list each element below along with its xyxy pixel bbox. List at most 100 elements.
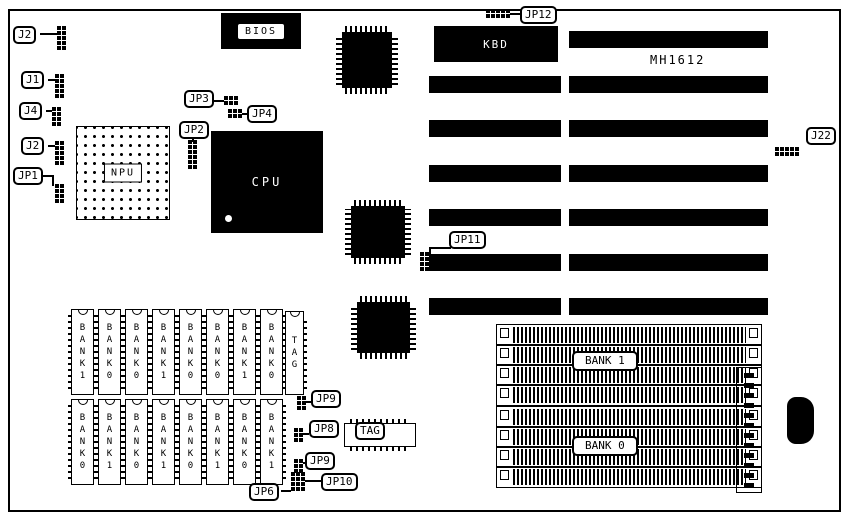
jumper-pin — [224, 101, 228, 105]
jumper-pin — [55, 79, 59, 83]
jumper-pin — [57, 122, 61, 126]
jumper-pin — [60, 199, 64, 203]
jumper-pin — [228, 109, 232, 113]
chip-notch-icon — [77, 400, 88, 405]
qfp-die — [342, 32, 392, 88]
jumper-pin — [193, 165, 197, 169]
jumper-pin — [299, 469, 303, 473]
jumper-pin — [294, 459, 298, 463]
cache-chip: B A N K 0 — [122, 309, 151, 395]
cache-chip: B A N K 1 — [230, 309, 259, 395]
qfp-die — [357, 302, 410, 353]
cache-chip: B A N K 0 — [122, 399, 151, 485]
jumper-pin — [60, 146, 64, 150]
jumper-pin — [188, 145, 192, 149]
leader-line — [429, 247, 431, 255]
jumper-pin — [57, 26, 61, 30]
pin1-dot-icon — [225, 215, 232, 222]
jumper-pin — [55, 94, 59, 98]
chip-notch-icon — [239, 400, 250, 405]
jumper-pin — [229, 96, 233, 100]
jumper-pin — [57, 46, 61, 50]
jumper-pin — [60, 74, 64, 78]
qfp-pins — [351, 305, 357, 350]
jumper-pin — [296, 472, 300, 476]
jumper-pin — [486, 14, 490, 18]
jumper-pin — [795, 147, 799, 151]
qfp-pins — [345, 209, 351, 255]
isa-slot-16bit — [569, 76, 768, 93]
leader-line — [52, 175, 54, 186]
jumper-pin — [188, 140, 192, 144]
leader-line — [306, 401, 311, 403]
jumper-pin — [299, 433, 303, 437]
chip-notch-icon — [158, 310, 169, 315]
jumper-label-jp4: JP4 — [247, 105, 277, 123]
jumper-pin — [291, 487, 295, 491]
jumper-pin — [420, 267, 424, 271]
jumper-pin — [60, 141, 64, 145]
jumper-label-jp8: JP8 — [309, 420, 339, 438]
jumper-pin — [302, 401, 306, 405]
jumper-j1 — [55, 74, 64, 98]
jumper-pin — [57, 41, 61, 45]
jumper-pin — [60, 156, 64, 160]
jumper-pin — [790, 147, 794, 151]
jumper-pin — [60, 161, 64, 165]
chip-notch-icon — [185, 310, 196, 315]
jumper-pin — [62, 31, 66, 35]
jumper-j2-mid — [55, 141, 64, 165]
jumper-pin — [60, 79, 64, 83]
jumper-pin — [294, 438, 298, 442]
npu-socket: NPU — [76, 126, 170, 220]
jumper-pin — [775, 147, 779, 151]
leader-line — [510, 13, 520, 15]
jumper-pin — [60, 194, 64, 198]
jumper-pin — [193, 150, 197, 154]
jumper-pin — [228, 114, 232, 118]
jumper-label-j1: J1 — [21, 71, 45, 89]
isa-slot-16bit — [569, 209, 768, 226]
chip-notch-icon — [77, 310, 88, 315]
jumper-pin — [294, 428, 298, 432]
isa-slot-16bit — [569, 298, 768, 315]
jumper-label-jp9-upper: JP9 — [311, 390, 341, 408]
jumper-jp3 — [224, 96, 238, 105]
jumper-pin — [193, 160, 197, 164]
jumper-pin — [60, 89, 64, 93]
jumper-pin — [60, 184, 64, 188]
chip-notch-icon — [239, 310, 250, 315]
board-outline — [8, 9, 841, 512]
qfp-pins — [336, 35, 342, 85]
qfp-chip-middle — [345, 200, 411, 264]
bios-chip-label: BIOS — [237, 23, 285, 39]
qfp-die — [351, 206, 405, 258]
jumper-pin — [55, 84, 59, 88]
jumper-pin — [60, 84, 64, 88]
chip-notch-icon — [104, 400, 115, 405]
jumper-pin — [425, 262, 429, 266]
jumper-jp8 — [294, 428, 303, 442]
cache-chip: B A N K 0 — [176, 399, 205, 485]
leader-line — [48, 79, 55, 81]
cache-chip: B A N K 0 — [203, 309, 232, 395]
leader-line — [303, 462, 306, 464]
simm-socket-bank0 — [496, 466, 762, 488]
leader-line — [46, 110, 52, 112]
cache-chip: B A N K 1 — [149, 399, 178, 485]
isa-slot-8bit — [429, 165, 561, 182]
jumper-pin — [55, 194, 59, 198]
jumper-pin — [57, 36, 61, 40]
leader-line — [429, 247, 451, 249]
jumper-pin — [52, 112, 56, 116]
jumper-label-j2-mid: J2 — [21, 137, 45, 155]
chip-notch-icon — [131, 400, 142, 405]
jumper-pin — [299, 438, 303, 442]
cache-chip: B A N K 0 — [230, 399, 259, 485]
jumper-pin — [193, 155, 197, 159]
jumper-pin — [301, 482, 305, 486]
cache-chip: B A N K 1 — [95, 399, 124, 485]
jumper-pin — [491, 14, 495, 18]
jumper-pin — [55, 74, 59, 78]
